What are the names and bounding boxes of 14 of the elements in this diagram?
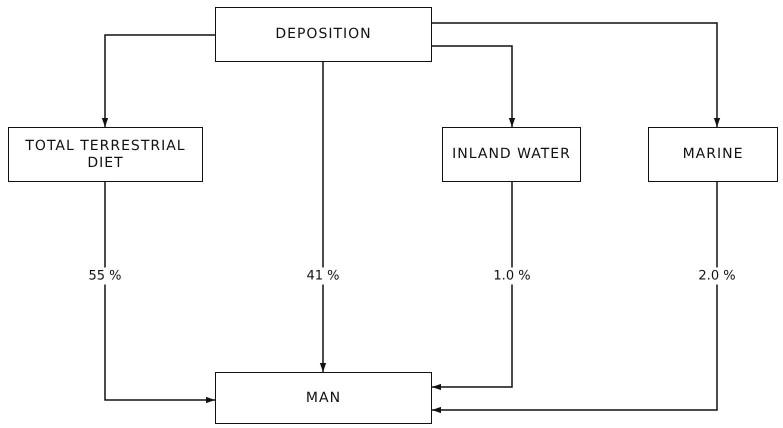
process-box: TOTAL TERRESTRIAL DIET [8,127,203,182]
arrow [432,22,720,127]
arrow [320,62,326,372]
arrow [432,45,516,127]
process-box: MAN [215,372,432,424]
process-box: DEPOSITION [215,7,432,62]
edge-label: 41 % [304,268,342,284]
process-box: INLAND WATER [442,127,581,182]
arrow [104,182,215,404]
arrow [432,182,718,414]
arrow [432,182,513,390]
process-box: MARINE [648,127,778,182]
arrow [102,34,215,127]
edge-label: 2.0 % [696,268,738,284]
